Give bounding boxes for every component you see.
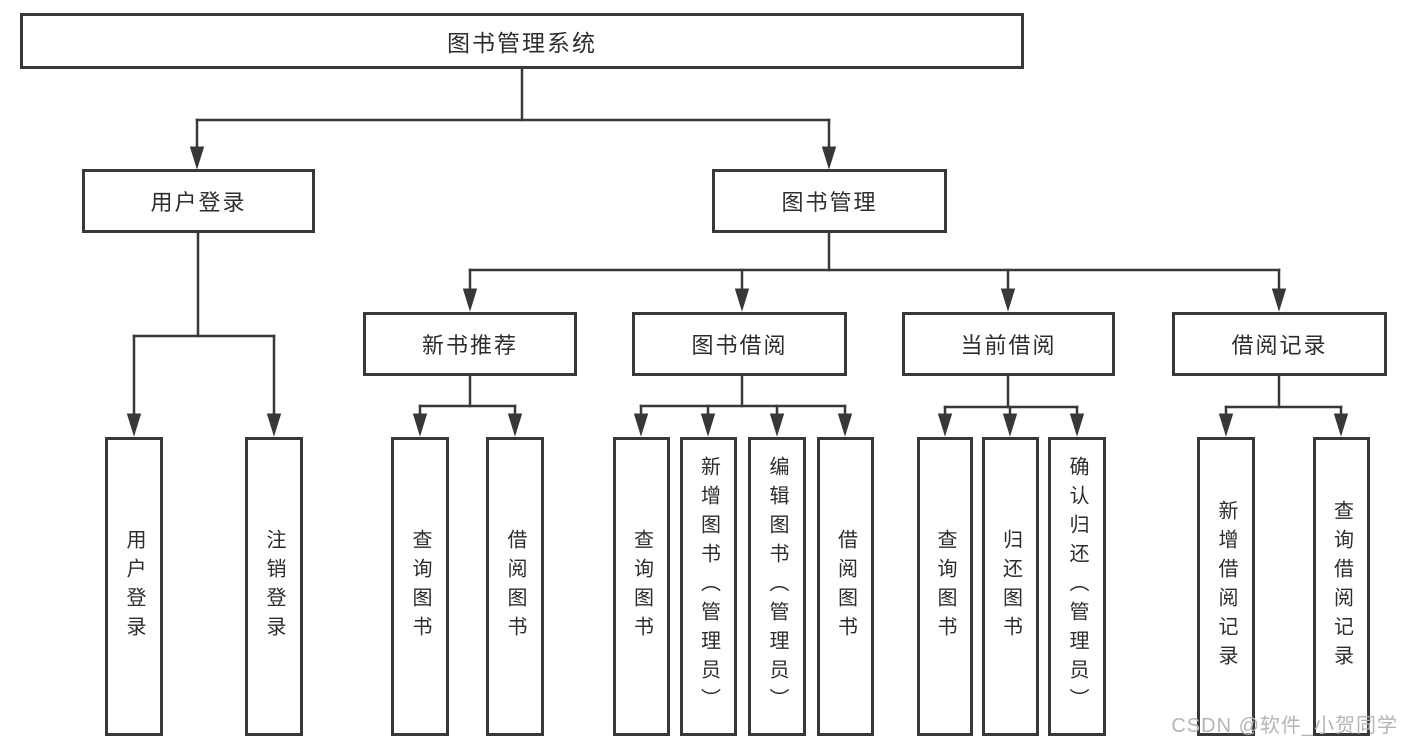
leaf-add-borrow-record-label: 新增借阅记录 xyxy=(1215,499,1237,674)
leaf-query-book-1-label: 查询图书 xyxy=(409,528,431,645)
leaf-add-book-admin-label: 新增图书（管理员） xyxy=(697,456,720,717)
csdn-watermark: CSDN @软件_小贺同学 xyxy=(1171,715,1398,737)
leaf-query-book-2: 查询图书 xyxy=(613,437,670,736)
connector-new-book-children xyxy=(412,374,523,437)
node-user-login-label: 用户登录 xyxy=(150,190,247,215)
connector-current-borrow-children xyxy=(937,374,1085,437)
leaf-borrow-book-1: 借阅图书 xyxy=(486,437,544,736)
node-book-management-label: 图书管理 xyxy=(781,190,878,215)
leaf-borrow-book-2: 借阅图书 xyxy=(817,437,874,736)
node-root: 图书管理系统 xyxy=(20,13,1024,69)
connector-borrow-record-children xyxy=(1218,374,1349,437)
leaf-add-book-admin: 新增图书（管理员） xyxy=(680,437,737,736)
leaf-logout-label: 注销登录 xyxy=(263,528,285,645)
leaf-borrow-book-1-label: 借阅图书 xyxy=(504,528,526,645)
leaf-confirm-return-admin: 确认归还（管理员） xyxy=(1048,437,1106,736)
node-book-management: 图书管理 xyxy=(712,169,947,233)
leaf-edit-book-admin: 编辑图书（管理员） xyxy=(748,437,806,736)
node-current-borrow: 当前借阅 xyxy=(902,312,1115,376)
node-new-book-recommend-label: 新书推荐 xyxy=(421,333,518,358)
node-root-label: 图书管理系统 xyxy=(447,30,597,56)
node-borrow-record-label: 借阅记录 xyxy=(1231,333,1328,358)
leaf-query-book-3: 查询图书 xyxy=(917,437,973,736)
leaf-return-book-label: 归还图书 xyxy=(999,528,1022,645)
node-new-book-recommend: 新书推荐 xyxy=(363,312,577,376)
leaf-query-book-1: 查询图书 xyxy=(391,437,449,736)
node-current-borrow-label: 当前借阅 xyxy=(960,333,1057,358)
leaf-query-borrow-record-label: 查询借阅记录 xyxy=(1330,499,1353,674)
leaf-query-book-2-label: 查询图书 xyxy=(630,528,653,645)
connector-book-management-children xyxy=(462,231,1287,312)
leaf-borrow-book-2-label: 借阅图书 xyxy=(834,528,857,645)
connector-book-borrow-children xyxy=(633,374,853,437)
leaf-user-login-label: 用户登录 xyxy=(123,528,145,645)
leaf-user-login: 用户登录 xyxy=(105,437,163,736)
leaf-edit-book-admin-label: 编辑图书（管理员） xyxy=(766,456,788,717)
leaf-return-book: 归还图书 xyxy=(982,437,1039,736)
leaf-query-book-3-label: 查询图书 xyxy=(934,528,956,645)
node-borrow-record: 借阅记录 xyxy=(1172,312,1387,376)
node-book-borrow: 图书借阅 xyxy=(632,312,847,376)
connector-root-to-children xyxy=(189,67,837,170)
node-book-borrow-label: 图书借阅 xyxy=(691,333,788,358)
connector-user-login-children xyxy=(126,231,282,437)
leaf-add-borrow-record: 新增借阅记录 xyxy=(1197,437,1255,736)
leaf-confirm-return-admin-label: 确认归还（管理员） xyxy=(1066,456,1088,717)
node-user-login: 用户登录 xyxy=(82,169,315,233)
leaf-logout: 注销登录 xyxy=(245,437,303,736)
leaf-query-borrow-record: 查询借阅记录 xyxy=(1313,437,1370,736)
